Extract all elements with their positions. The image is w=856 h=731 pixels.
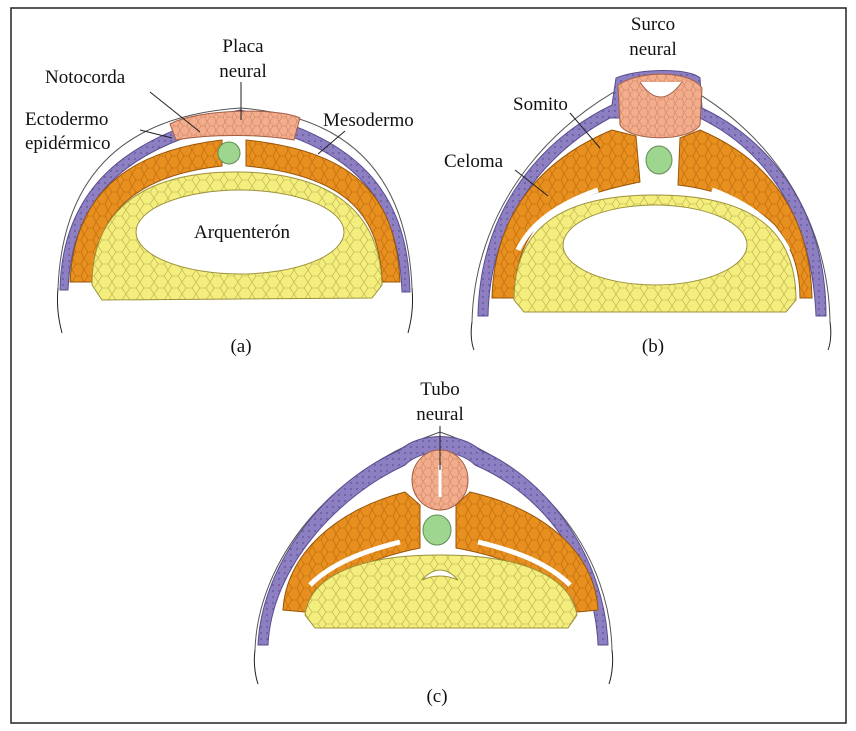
label-celoma: Celoma	[444, 151, 504, 172]
panel-b-archenteron	[563, 205, 747, 285]
panel-c-notochord	[423, 515, 451, 545]
label-somito: Somito	[513, 94, 568, 115]
caption-b: (b)	[642, 336, 664, 357]
caption-c: (c)	[426, 686, 447, 707]
caption-a: (a)	[230, 336, 251, 357]
panel-a-notochord	[218, 142, 240, 164]
label-notocorda: Notocorda	[45, 67, 126, 88]
label-mesodermo: Mesodermo	[323, 110, 414, 131]
label-arquenteron: Arquenterón	[194, 222, 291, 243]
panel-b-notochord	[646, 146, 672, 174]
